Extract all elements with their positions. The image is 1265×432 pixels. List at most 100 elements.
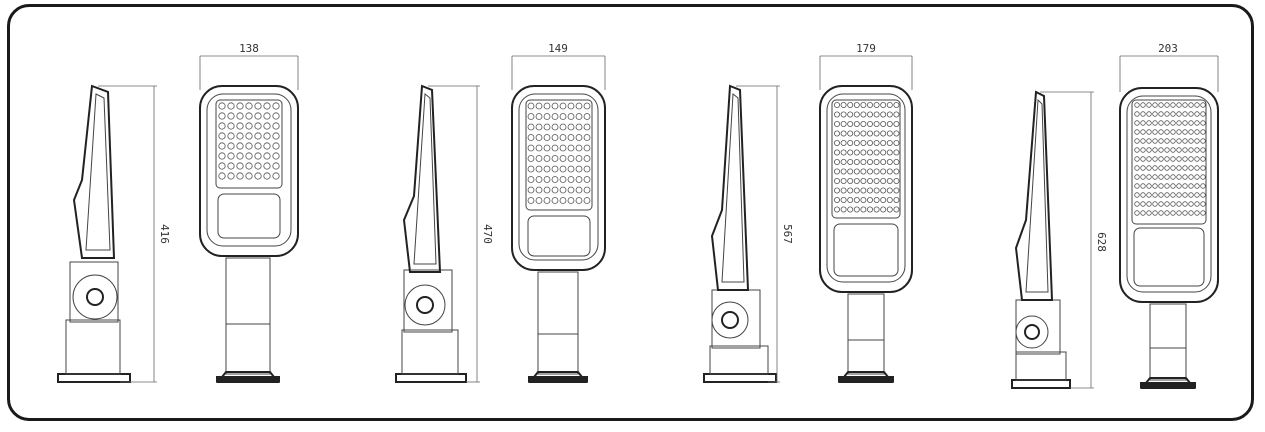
led-dot [1152, 183, 1158, 189]
lamp-3-side-view [703, 84, 780, 383]
led-dot [880, 177, 887, 184]
led-dot [1182, 147, 1188, 153]
led-dot [535, 176, 543, 183]
led-dot [1146, 156, 1152, 162]
led-dot [1134, 165, 1140, 171]
led-dot [575, 155, 583, 162]
led-dot [1176, 192, 1182, 198]
led-dot [1200, 102, 1206, 108]
led-dot [840, 130, 847, 137]
led-dot [867, 158, 874, 165]
led-dot [860, 130, 867, 137]
led-dot [840, 102, 847, 109]
led-dot [1164, 156, 1170, 162]
led-dot [272, 162, 280, 170]
led-dot [1188, 156, 1194, 162]
led-dot [535, 155, 543, 162]
led-dot [535, 113, 543, 120]
led-dot [559, 144, 567, 152]
led-dot [1134, 102, 1140, 108]
led-dot [263, 152, 271, 160]
lamp-1-side-view [57, 84, 157, 383]
led-dot [583, 134, 591, 141]
led-dot [860, 111, 867, 118]
led-dot [847, 158, 854, 165]
led-dot [551, 176, 559, 183]
led-dot [893, 130, 900, 137]
led-dot [834, 121, 841, 128]
led-dot [860, 177, 867, 184]
led-dot [218, 122, 226, 130]
led-dot [1164, 174, 1170, 180]
led-dot [543, 176, 551, 183]
lamp-3-width-label: 179 [856, 42, 876, 55]
led-dot [567, 197, 575, 204]
led-dot [567, 176, 575, 183]
led-dot [575, 102, 583, 110]
led-dot [543, 144, 551, 152]
led-dot [1152, 129, 1158, 135]
led-dot [254, 142, 262, 150]
led-dot [1152, 192, 1158, 198]
led-dot [847, 130, 854, 137]
led-dot [527, 176, 535, 183]
led-dot [527, 186, 535, 194]
led-dot [860, 168, 867, 175]
led-dot [1152, 120, 1158, 126]
led-dot [1188, 165, 1194, 171]
led-dot [227, 162, 235, 170]
led-dot [880, 206, 887, 213]
led-dot [834, 139, 841, 146]
led-dot [218, 102, 226, 110]
led-dot [1134, 147, 1140, 153]
led-dot [1134, 129, 1140, 135]
led-dot [236, 102, 244, 110]
led-dot [1176, 210, 1182, 216]
led-dot [1170, 192, 1176, 198]
led-dot [236, 142, 244, 150]
led-dot [1170, 120, 1176, 126]
lamp-2-side-view [395, 84, 480, 383]
led-dot [1146, 138, 1152, 144]
lamp-1-front-view [199, 55, 299, 383]
led-dot [1134, 201, 1140, 207]
led-dot [1140, 165, 1146, 171]
led-dot [853, 149, 860, 156]
led-dot [893, 196, 900, 203]
led-dot [853, 177, 860, 184]
led-dot [1146, 201, 1152, 207]
led-dot [543, 165, 551, 173]
led-dot [543, 113, 551, 120]
led-dot [527, 102, 535, 110]
led-dot [880, 149, 887, 156]
led-dot [527, 113, 535, 120]
led-dot [559, 186, 567, 194]
led-dot [1182, 120, 1188, 126]
led-dot [1152, 165, 1158, 171]
led-dot [1176, 147, 1182, 153]
led-dot [1176, 120, 1182, 126]
led-dot [873, 196, 880, 203]
led-dot [867, 206, 874, 213]
led-dot [559, 176, 567, 183]
led-dot [1134, 210, 1140, 216]
led-dot [1164, 147, 1170, 153]
led-dot [886, 177, 893, 184]
led-dot [1182, 174, 1188, 180]
led-dot [1152, 201, 1158, 207]
led-dot [867, 187, 874, 194]
led-dot [847, 187, 854, 194]
led-dot [272, 122, 280, 130]
led-dot [1194, 210, 1200, 216]
led-dot [1164, 192, 1170, 198]
led-dot [1176, 165, 1182, 171]
led-dot [1200, 156, 1206, 162]
led-dot [236, 112, 244, 120]
led-dot [840, 206, 847, 213]
led-dot [860, 139, 867, 146]
led-dot [1188, 210, 1194, 216]
led-dot [1152, 174, 1158, 180]
led-dot [527, 123, 535, 131]
led-dot [1140, 147, 1146, 153]
led-dot [1146, 183, 1152, 189]
